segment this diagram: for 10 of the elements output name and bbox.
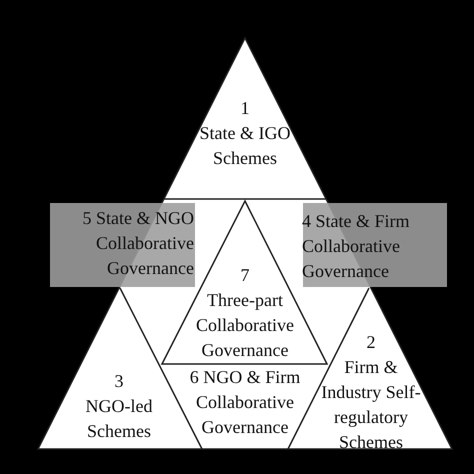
- segment-label: State & IGO Schemes: [198, 122, 292, 170]
- segment-label: 5 State & NGO Collaborative Governance: [82, 207, 194, 280]
- segment-label: Three-part Collaborative Governance: [195, 289, 295, 362]
- segment-number: 7: [240, 264, 250, 287]
- segment-label: NGO-led Schemes: [84, 395, 154, 443]
- segment-number: 1: [240, 97, 250, 120]
- segment-number: 3: [114, 370, 124, 393]
- segment-label: 6 NGO & Firm Collaborative Governance: [188, 366, 302, 439]
- segment-number: 2: [366, 331, 376, 354]
- segment-label: Firm & Industry Self-regulatory Schemes: [320, 356, 422, 454]
